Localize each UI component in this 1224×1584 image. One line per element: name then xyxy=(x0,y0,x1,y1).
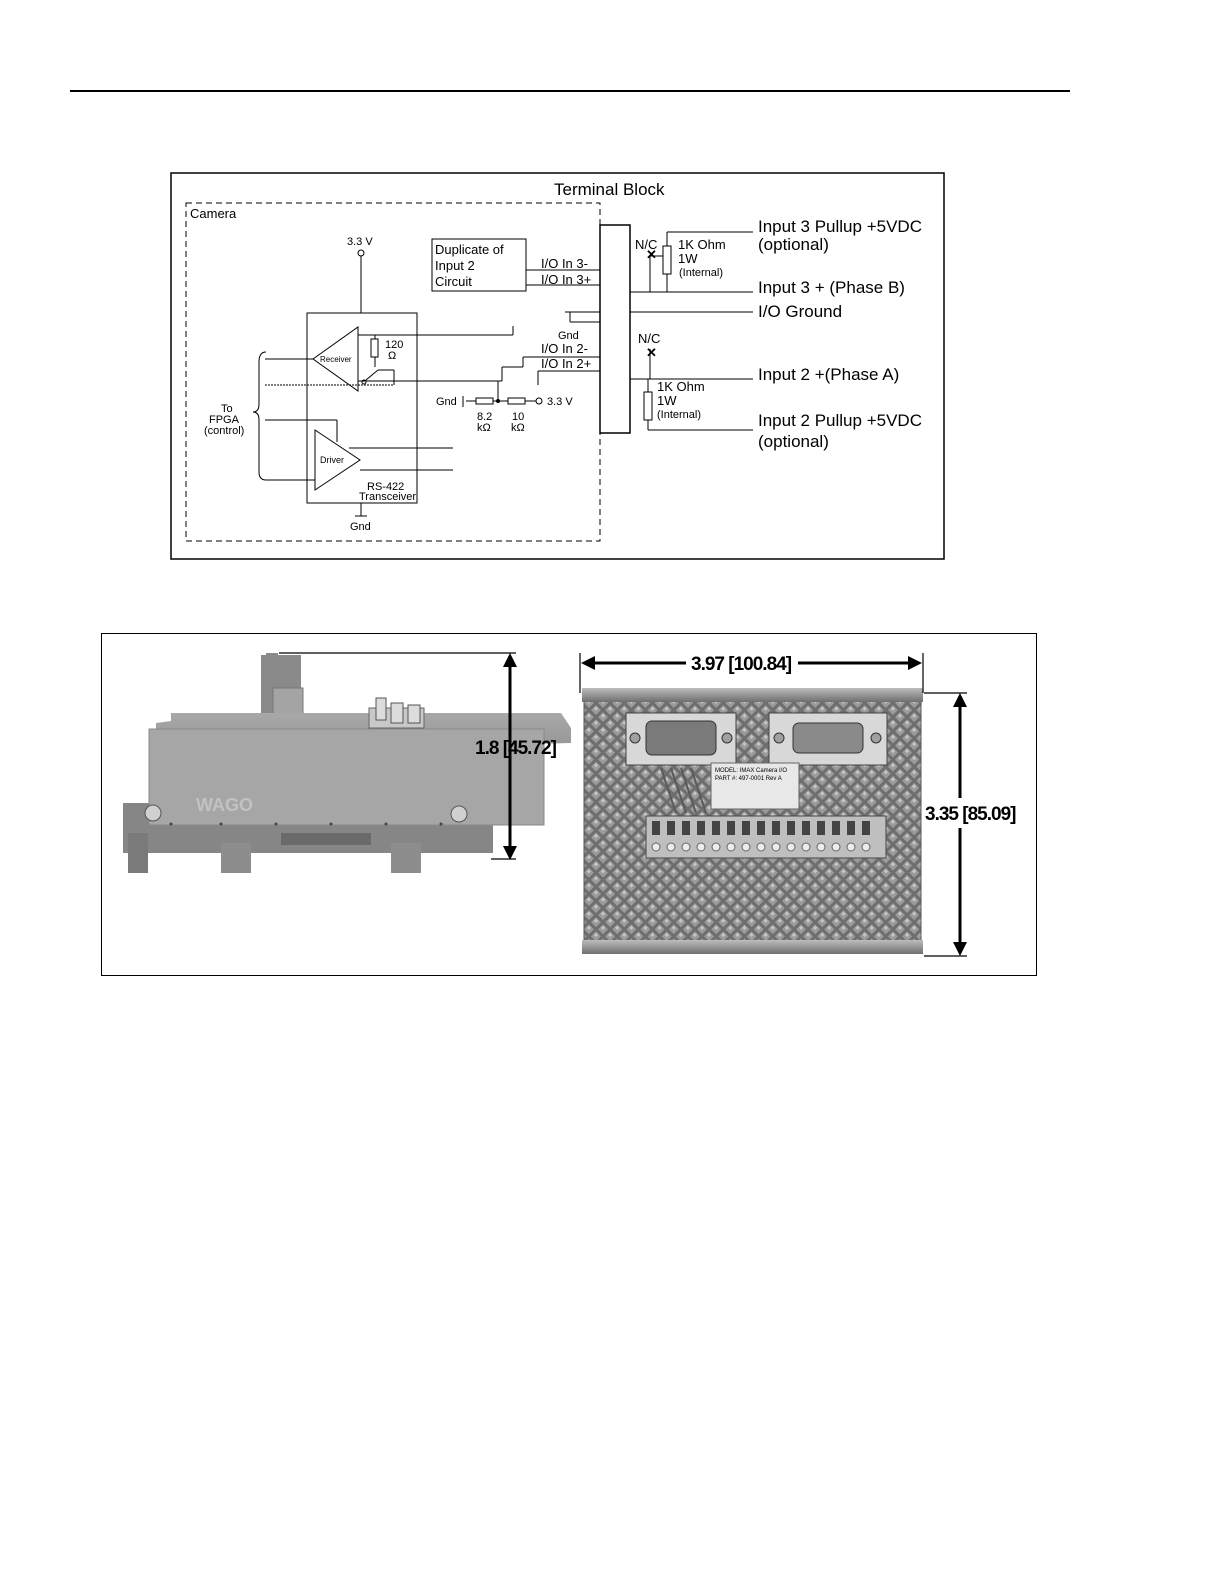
gnd-left-label: Gnd xyxy=(436,396,457,408)
nc-bottom-label: N/C xyxy=(638,331,660,346)
resistor-1k-top xyxy=(662,245,672,275)
duplicate-line-3: Circuit xyxy=(435,274,472,289)
driver-label: Driver xyxy=(320,455,344,465)
fpga-label: FPGA xyxy=(209,414,240,426)
resistor-1k-bottom xyxy=(643,391,653,421)
gnd-bottom-label: Gnd xyxy=(350,521,371,533)
gnd-mid-label: Gnd xyxy=(558,330,579,342)
supply-3v3-label: 3.3 V xyxy=(347,236,373,248)
r10-value: 10 xyxy=(512,411,524,423)
io-in3-minus-label: I/O In 3- xyxy=(541,256,588,271)
label-part: PART #: 497-0001 Rev A xyxy=(715,776,782,782)
ohm-bottom-value: 1K Ohm xyxy=(657,379,705,394)
duplicate-line-2: Input 2 xyxy=(435,258,475,273)
io-in3-plus-label: I/O In 3+ xyxy=(541,272,591,287)
camera-label: Camera xyxy=(190,206,237,221)
height-dimension: 1.8 [45.72] xyxy=(475,738,557,759)
ohm-bottom-internal: (Internal) xyxy=(657,409,701,421)
top-view-photo: MODEL: IMAX Camera I/O PART #: 497-0001 … xyxy=(582,688,923,954)
schematic-frame xyxy=(170,172,945,560)
supply-3v3-mid-label: 3.3 V xyxy=(547,396,573,408)
width-dimension: 3.97 [100.84] xyxy=(691,654,792,675)
input2-phase-label: Input 2 +(Phase A) xyxy=(758,365,899,384)
receiver-label: Receiver xyxy=(320,355,352,364)
r120-value: 120 xyxy=(385,339,403,351)
duplicate-circuit-box xyxy=(431,238,527,292)
duplicate-line-1: Duplicate of xyxy=(435,242,504,257)
input2-pullup-label: Input 2 Pullup +5VDC xyxy=(758,411,922,430)
dimension-photo: WAGO 1.8 [45.72] MODEL: IMAX xyxy=(101,633,1037,976)
rs422-label: RS-422 xyxy=(367,481,404,493)
input3-phase-label: Input 3 + (Phase B) xyxy=(758,278,905,297)
depth-dimension: 3.35 [85.09] xyxy=(925,804,1016,825)
side-view-photo: WAGO xyxy=(123,653,571,873)
io-ground-label: I/O Ground xyxy=(758,302,842,321)
terminal-block-label: Terminal Block xyxy=(554,180,665,199)
label-model: MODEL: IMAX Camera I/O xyxy=(715,768,787,774)
r10-unit: kΩ xyxy=(511,422,525,434)
driver-amplifier xyxy=(314,429,361,491)
control-label: (control) xyxy=(204,425,244,437)
resistor-8k2 xyxy=(475,397,494,405)
r82-value: 8.2 xyxy=(477,411,492,423)
receiver-amplifier xyxy=(312,326,359,392)
input3-pullup-label: Input 3 Pullup +5VDC xyxy=(758,217,922,236)
to-fpga-label: To xyxy=(221,403,233,415)
input2-optional-label: (optional) xyxy=(758,432,829,451)
resistor-10k xyxy=(507,397,526,405)
nc-top-label: N/C xyxy=(635,237,657,252)
io-in2-minus-label: I/O In 2- xyxy=(541,341,588,356)
ohm-bottom-watt: 1W xyxy=(657,393,677,408)
ohm-top-value: 1K Ohm xyxy=(678,237,726,252)
nc-bottom-x: ✕ xyxy=(646,345,657,360)
transceiver-label: Transceiver xyxy=(359,491,416,503)
ohm-top-internal: (Internal) xyxy=(679,267,723,279)
ohm-top-watt: 1W xyxy=(678,251,698,266)
side-logo: WAGO xyxy=(196,795,253,815)
r82-unit: kΩ xyxy=(477,422,491,434)
nc-top-x: ✕ xyxy=(646,247,657,262)
io-in2-plus-label: I/O In 2+ xyxy=(541,356,591,371)
terminal-block xyxy=(599,224,631,434)
resistor-120 xyxy=(370,338,379,358)
wiring-schematic: Camera Terminal Block 3.3 V RS-422 Trans… xyxy=(170,172,945,560)
input3-optional-label: (optional) xyxy=(758,235,829,254)
header-rule xyxy=(70,90,1070,92)
r120-unit: Ω xyxy=(388,350,396,362)
